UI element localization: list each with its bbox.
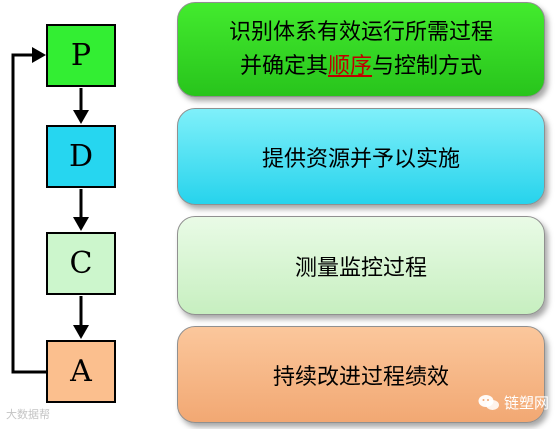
watermark-left: 大数据帮 <box>6 406 50 422</box>
description-box-check: 测量监控过程 <box>177 216 545 315</box>
wechat-icon <box>478 394 500 412</box>
plan-line-2-after: 与控制方式 <box>372 53 483 79</box>
stage-letter-p: P <box>70 38 92 73</box>
watermark-right: 链塑网 <box>478 392 549 413</box>
stage-letter-a: A <box>70 354 92 389</box>
arrowhead-c-to-a <box>73 325 89 339</box>
stage-box-a: A <box>46 340 116 403</box>
description-box-plan: 识别体系有效运行所需过程 并确定其顺序与控制方式 <box>177 2 545 97</box>
plan-line-2: 并确定其顺序与控制方式 <box>240 50 482 84</box>
arrowhead-p-to-d <box>73 110 89 124</box>
arrowhead-a-to-p <box>32 47 46 63</box>
do-text: 提供资源并予以实施 <box>261 146 460 172</box>
description-box-act: 持续改进过程绩效 <box>177 326 545 423</box>
arrowhead-d-to-c <box>73 217 89 231</box>
arrow-a-to-p-loop <box>11 53 46 374</box>
stage-box-d: D <box>46 125 116 188</box>
watermark-left-text: 大数据帮 <box>6 408 50 421</box>
act-text: 持续改进过程绩效 <box>272 364 449 390</box>
stage-letter-d: D <box>68 139 94 174</box>
stage-letter-c: C <box>69 246 93 281</box>
plan-line-1: 识别体系有效运行所需过程 <box>228 19 493 45</box>
stage-box-c: C <box>46 232 116 295</box>
plan-line-2-before: 并确定其 <box>239 53 328 79</box>
watermark-right-text: 链塑网 <box>504 394 550 412</box>
stage-box-p: P <box>46 24 116 87</box>
check-text: 测量监控过程 <box>294 255 427 281</box>
plan-line-2-highlight: 顺序 <box>327 53 372 79</box>
description-box-do: 提供资源并予以实施 <box>177 108 545 205</box>
